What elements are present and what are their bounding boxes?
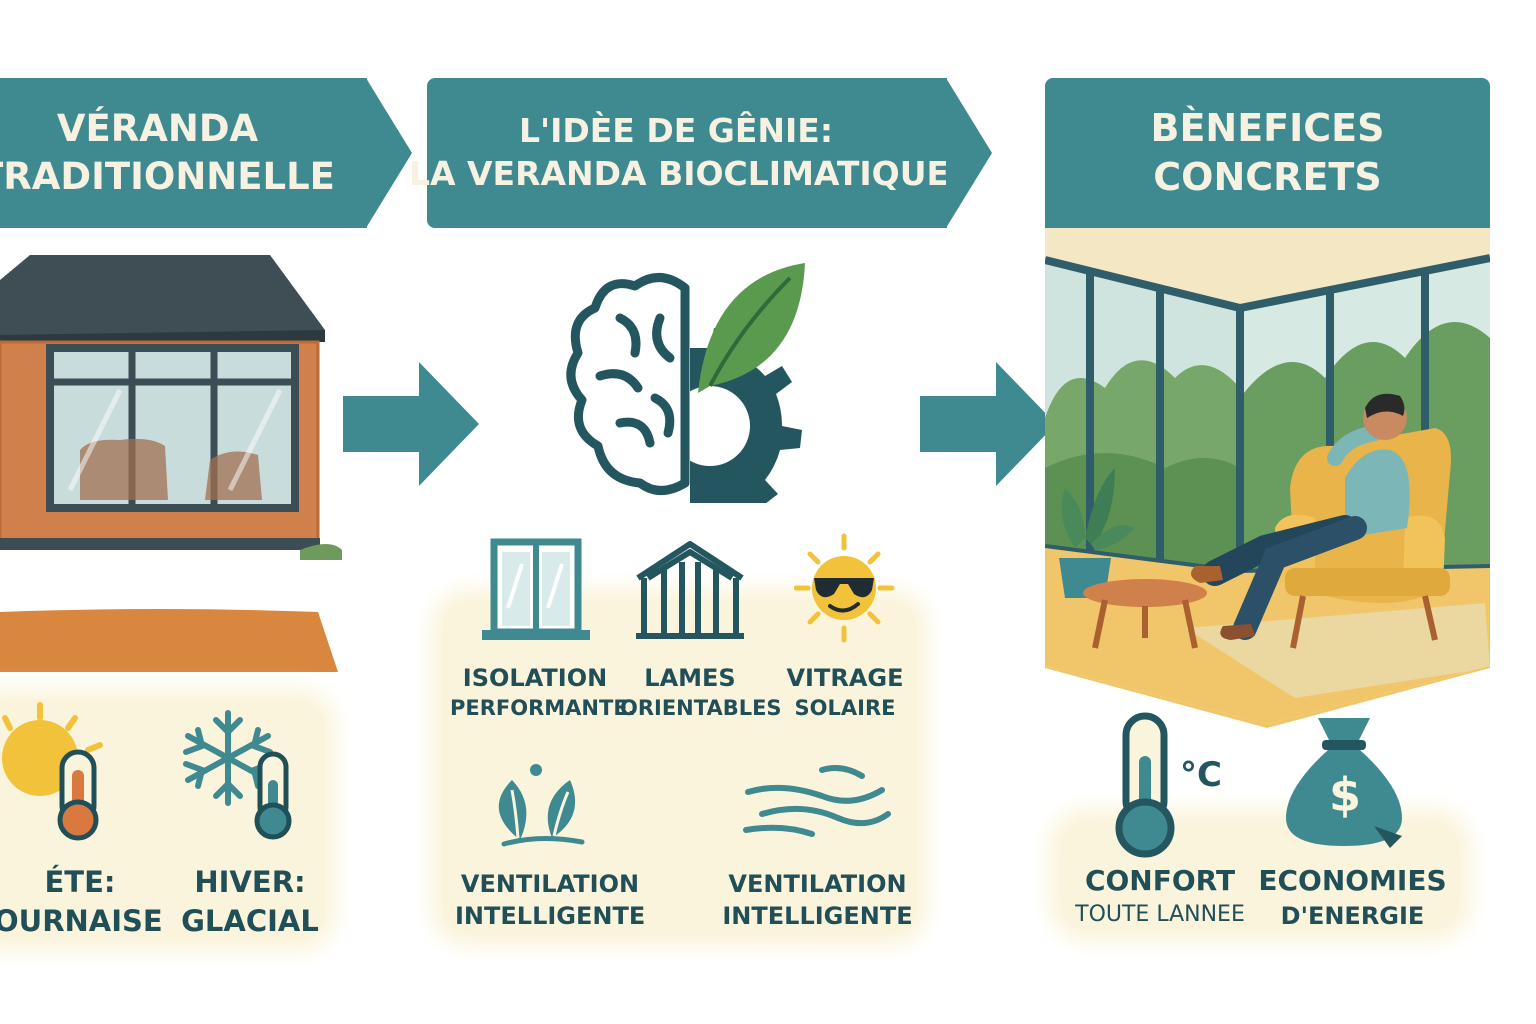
celsius-symbol: °C bbox=[1180, 755, 1222, 795]
label-winter-line1: Hiver: bbox=[194, 865, 306, 899]
label-comfort-line2: toute lannee bbox=[1075, 901, 1245, 927]
brain-leaf-gear-icon bbox=[566, 263, 805, 503]
label-glazing: Vitrage solaire bbox=[780, 662, 910, 723]
label-glazing-line1: Vitrage bbox=[786, 664, 904, 692]
label-isolation: Isolation performante. bbox=[450, 662, 636, 723]
window-icon bbox=[482, 538, 590, 640]
label-louvers-line1: Lames bbox=[644, 664, 736, 692]
label-summer: Éte: ournaise bbox=[0, 863, 163, 941]
thermometer-celsius-icon bbox=[1115, 712, 1175, 858]
banner-bioclimatic-line2: la veranda bioclimatique bbox=[408, 154, 950, 193]
louvers-roof-icon bbox=[636, 541, 744, 639]
flow-arrow-2 bbox=[920, 362, 1056, 486]
banner-benefits-line2: concrets bbox=[1153, 155, 1382, 199]
sun-sunglasses-icon bbox=[794, 533, 895, 643]
label-ventilation-2: Ventilation intelligente bbox=[720, 868, 915, 933]
label-isolation-line1: Isolation bbox=[462, 664, 608, 692]
banner-traditional-line1: Véranda bbox=[56, 106, 259, 150]
label-summer-line1: Éte: bbox=[44, 865, 116, 899]
label-ventilation-2-line1: Ventilation bbox=[728, 870, 907, 898]
relaxing-interior-illustration bbox=[1045, 228, 1490, 728]
banner-traditional-line2: traditionnelle bbox=[0, 155, 335, 198]
label-savings-line1: Economies bbox=[1258, 864, 1447, 897]
sun-thermometer-icon bbox=[2, 702, 103, 841]
label-comfort-line1: Confort bbox=[1084, 864, 1236, 897]
label-winter-line2: glacial bbox=[181, 904, 319, 939]
label-winter: Hiver: glacial bbox=[170, 863, 330, 941]
banner-benefits: Bènefices concrets bbox=[1045, 78, 1490, 228]
label-savings: Economies d'energie bbox=[1255, 862, 1450, 932]
label-louvers-line2: orientables bbox=[620, 696, 782, 721]
label-summer-line2: ournaise bbox=[0, 904, 163, 939]
banner-traditional-arrow-tip bbox=[366, 78, 412, 228]
label-savings-line2: d'energie bbox=[1280, 901, 1425, 930]
banner-bioclimatic-line1: L'idèe de gênie: bbox=[518, 111, 834, 151]
leaves-icon bbox=[498, 764, 585, 847]
label-louvers: Lames orientables bbox=[620, 662, 782, 723]
flow-arrow-1 bbox=[343, 362, 479, 486]
traditional-veranda-illustration bbox=[0, 255, 342, 672]
snowflake-thermometer-icon bbox=[183, 710, 292, 840]
banner-bioclimatic: L'idèe de gênie: la veranda bioclimatiqu… bbox=[409, 78, 949, 228]
label-ventilation-2-line2: intelligente bbox=[722, 902, 913, 931]
currency-symbol: $ bbox=[1328, 768, 1361, 822]
label-ventilation-1-line1: Ventilation bbox=[460, 870, 640, 898]
label-isolation-line2: performante. bbox=[450, 696, 636, 721]
label-comfort: Confort toute lannee bbox=[1065, 862, 1255, 929]
label-ventilation-1-line2: intelligente bbox=[455, 902, 646, 931]
money-bag-icon bbox=[1286, 718, 1402, 848]
banner-benefits-line1: Bènefices bbox=[1150, 105, 1385, 150]
label-ventilation-1: Ventilation intelligente bbox=[455, 868, 645, 933]
banner-traditional: Véranda traditionnelle bbox=[0, 78, 367, 228]
banner-bioclimatic-arrow-tip bbox=[946, 78, 992, 228]
wind-icon bbox=[743, 765, 891, 837]
label-glazing-line2: solaire bbox=[794, 696, 896, 721]
